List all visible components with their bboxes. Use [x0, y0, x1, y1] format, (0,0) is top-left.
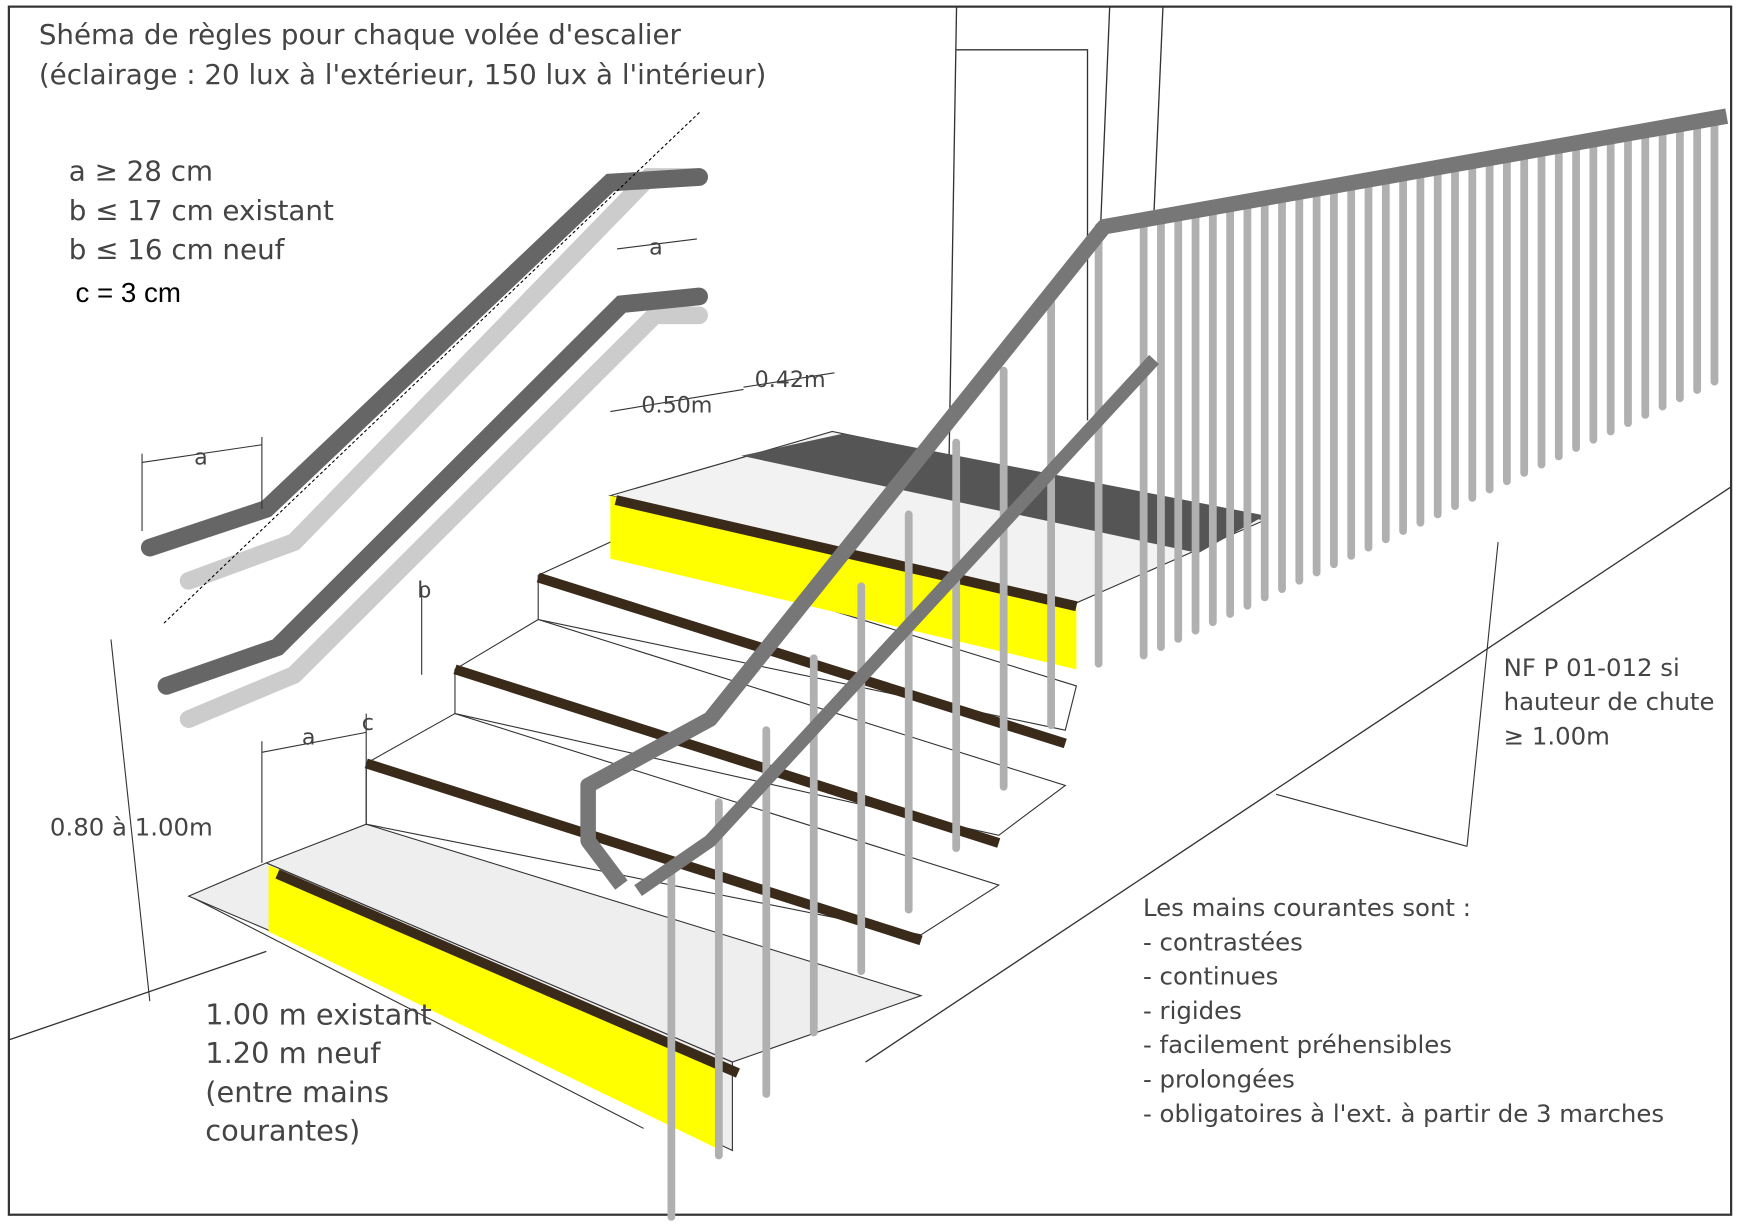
guardrail-note-2: hauteur de chute	[1504, 687, 1715, 716]
stair-steps	[187, 430, 1267, 1152]
dimension-lines	[110, 238, 1499, 1129]
main-handrail	[580, 108, 1729, 890]
dim-c: c	[362, 710, 374, 736]
dim-tactile-depth: 0.42m	[755, 367, 826, 393]
dim-a-top: a	[649, 234, 663, 260]
handrail-list-item: - prolongées	[1143, 1065, 1295, 1094]
rule-b-existing: b ≤ 17 cm existant	[69, 194, 334, 227]
balusters	[667, 112, 1719, 1221]
handrail-list-item: - obligatoires à l'ext. à partir de 3 ma…	[1143, 1099, 1664, 1128]
handrail-list-item: - rigides	[1143, 996, 1242, 1025]
dim-a-step: a	[302, 725, 316, 751]
title-line-1: Shéma de règles pour chaque volée d'esca…	[39, 18, 682, 51]
title-line-2: (éclairage : 20 lux à l'extérieur, 150 l…	[39, 58, 767, 91]
dim-tactile-offset: 0.50m	[641, 393, 712, 419]
dim-a-left: a	[194, 445, 208, 471]
handrail-list-heading: Les mains courantes sont :	[1143, 893, 1471, 922]
dim-handrail-height: 0.80 à 1.00m	[50, 812, 213, 841]
handrail-list-item: - continues	[1143, 962, 1278, 991]
rule-c: c = 3 cm	[75, 277, 181, 308]
width-note-1: (entre mains	[205, 1075, 389, 1109]
rule-b-new: b ≤ 16 cm neuf	[69, 233, 286, 266]
walls	[8, 6, 1732, 1063]
nosing-bottom	[268, 865, 722, 1151]
handrail-examples	[140, 110, 708, 728]
handrail-list-item: - contrastées	[1143, 927, 1303, 956]
dim-b: b	[417, 577, 431, 603]
handrail-list-item: - facilement préhensibles	[1143, 1030, 1452, 1059]
rule-a: a ≥ 28 cm	[69, 154, 213, 187]
width-existing: 1.00 m existant	[205, 997, 432, 1031]
guardrail-note-1: NF P 01-012 si	[1504, 653, 1680, 682]
width-new: 1.20 m neuf	[205, 1036, 381, 1070]
guardrail-note-3: ≥ 1.00m	[1504, 722, 1610, 751]
width-note-2: courantes)	[205, 1114, 360, 1148]
wall-handrail	[634, 355, 1159, 897]
